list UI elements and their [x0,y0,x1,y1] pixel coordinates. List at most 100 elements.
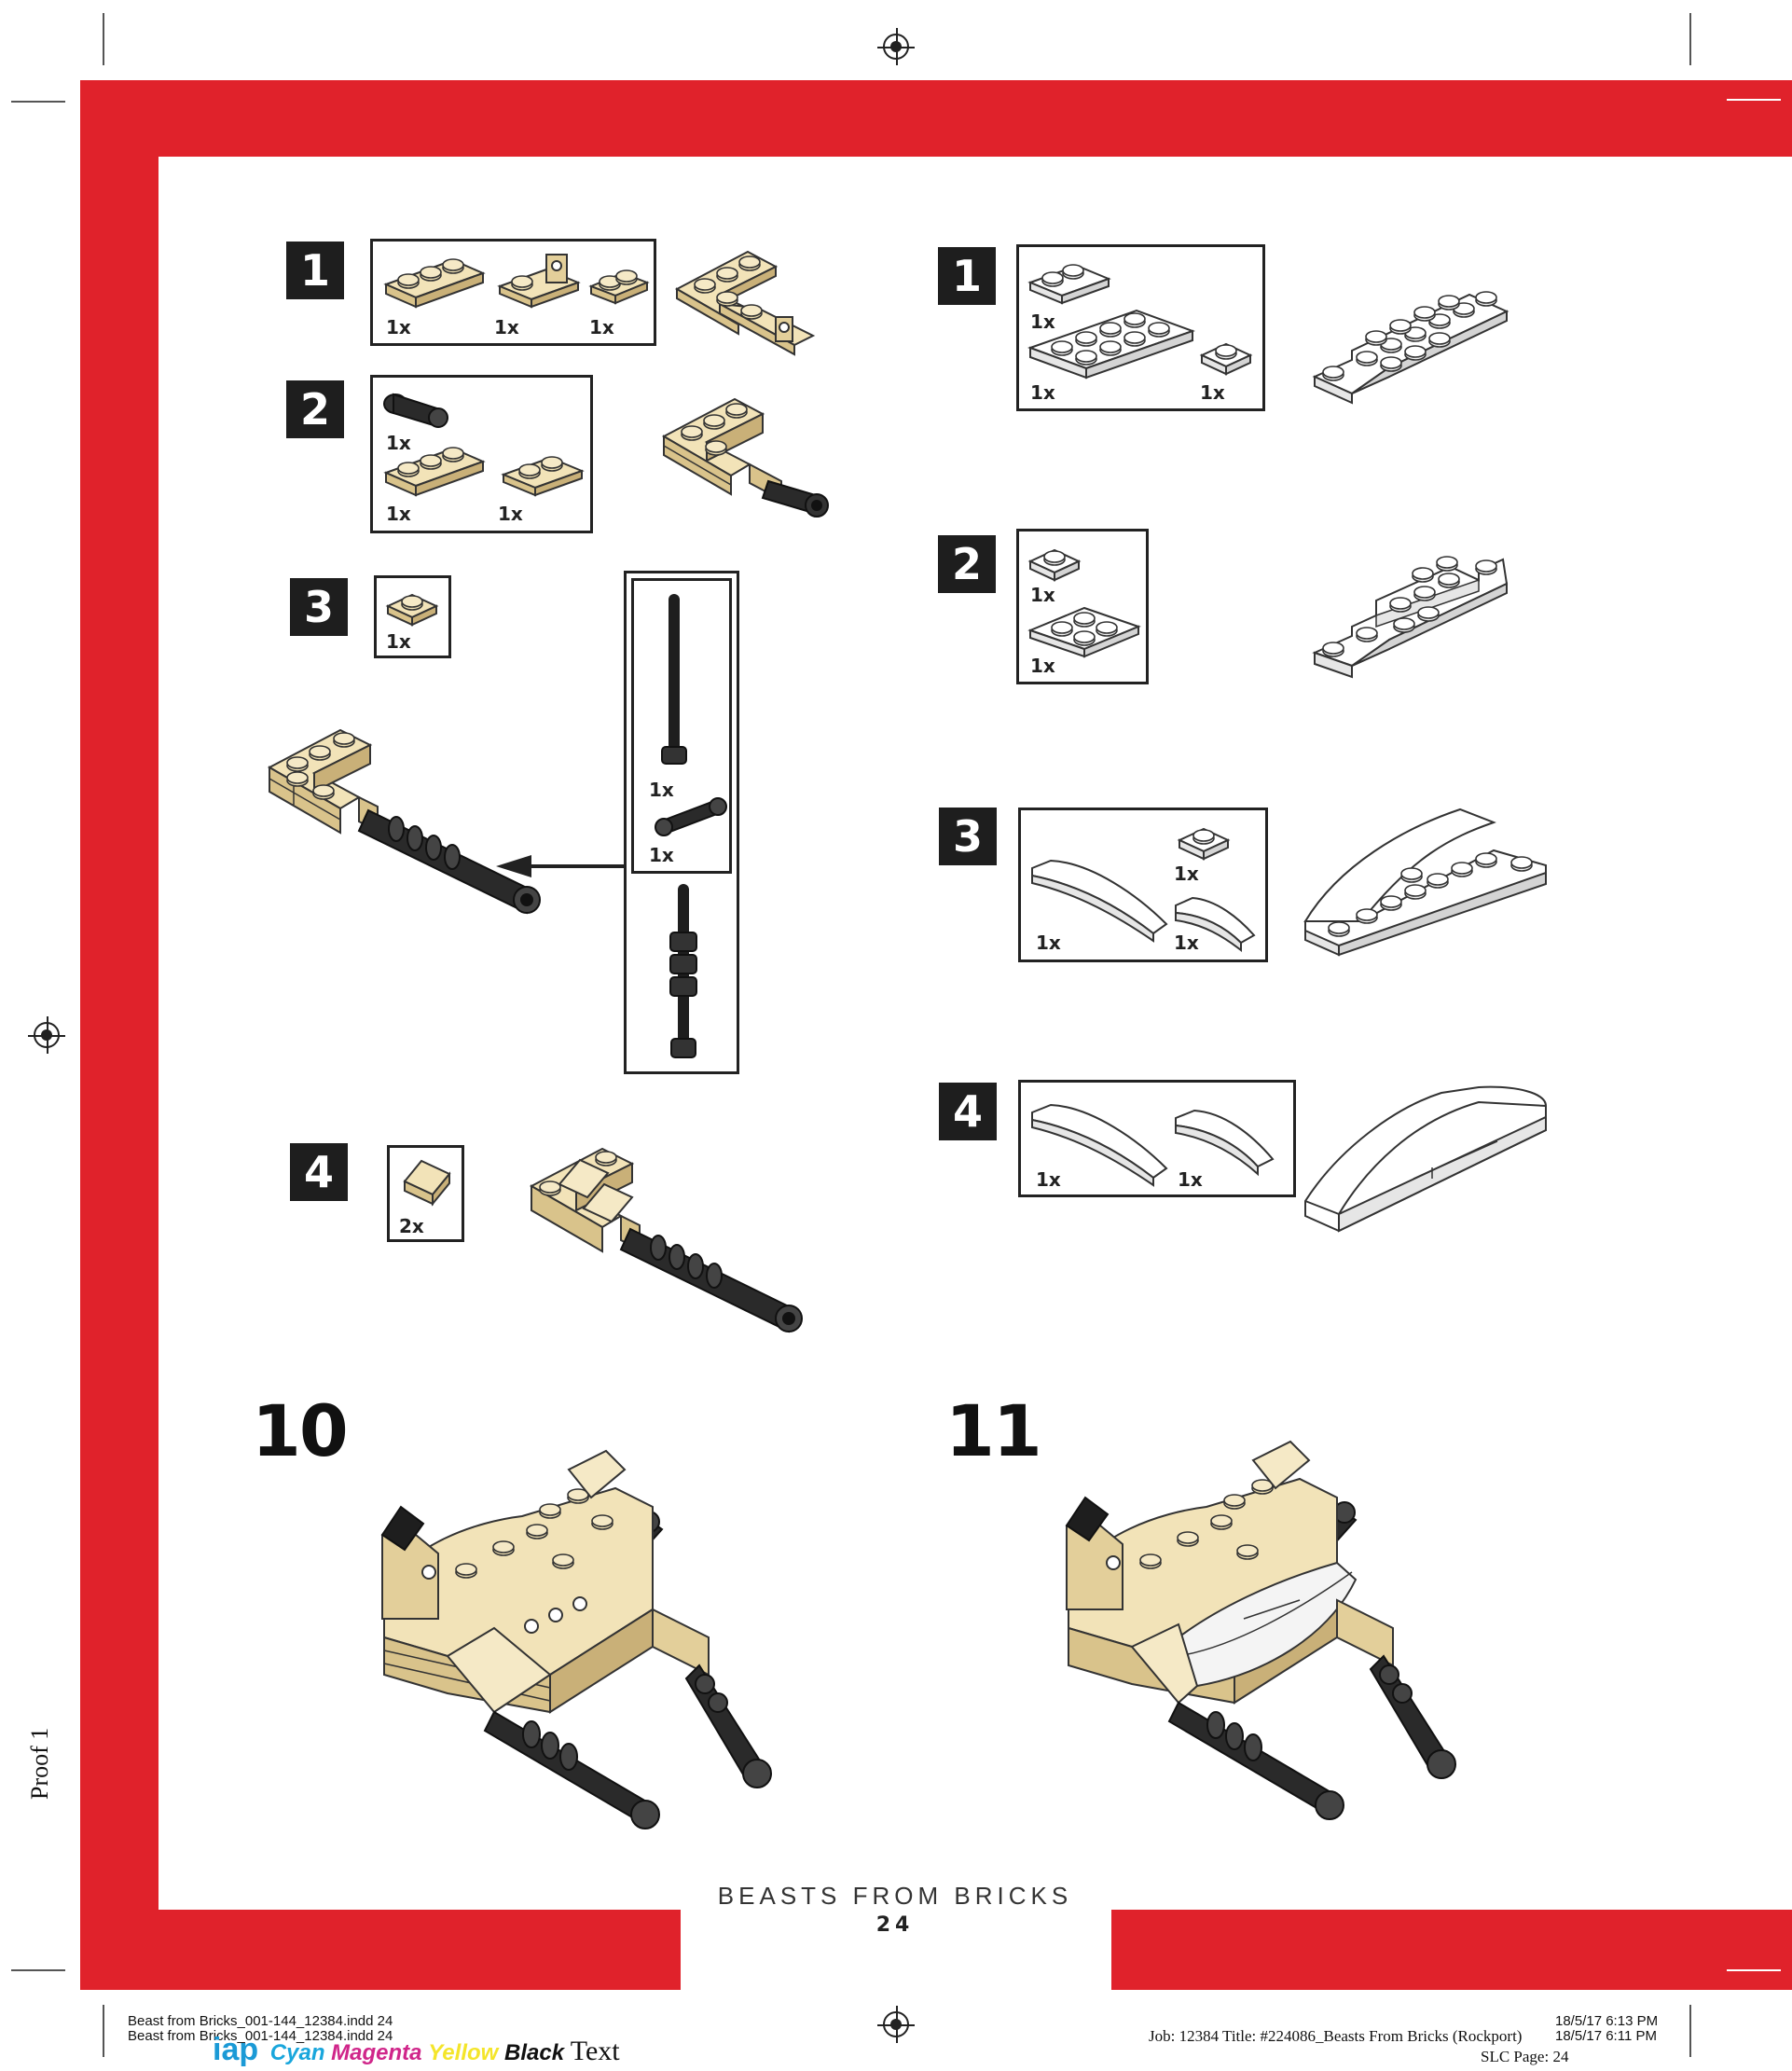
left-step-3-assembly-icon [267,728,541,915]
white-plate-2x4-icon [1027,309,1195,380]
tan-plate-1x3-icon [383,447,486,497]
trim-line-top-right [1727,99,1781,101]
magenta-label: Magenta [331,2040,422,2065]
step-11-model-icon [1065,1440,1456,1820]
left-step-2-parts-box: 1x 1x 1x [370,375,593,533]
crop-mark-bottom-left-h [11,1969,65,1971]
step-10-model-icon [380,1449,772,1829]
white-plate-1x3-icon [1027,264,1111,305]
red-frame-bottom-right [1111,1910,1792,1990]
text-label: Text [570,2036,620,2066]
black-bar-assembly-icon [669,884,697,1058]
left-step-2-assembly-icon [661,397,829,518]
right-step-2-qty-2: 1x [1030,655,1055,677]
left-step-2-qty-3: 1x [498,503,523,525]
left-step-3-sub-qty-1: 1x [649,779,674,801]
yellow-label: Yellow [428,2040,499,2065]
white-plate-1x1-icon [1027,548,1082,582]
iap-logo: iap [213,2032,259,2067]
right-step-4-badge: 4 [939,1083,997,1140]
right-step-3-qty-3: 1x [1174,932,1199,954]
right-step-1-qty-3: 1x [1200,381,1225,404]
left-step-1-assembly-icon [674,250,816,356]
left-step-4-assembly-icon [529,1147,803,1333]
slug-color-bar: iap Cyan Magenta Yellow Black Text [213,2034,620,2066]
big-step-11-number: 11 [945,1389,1042,1472]
book-title: BEASTS FROM BRICKS [717,1882,1073,1910]
right-step-4-parts-box: 1x 1x [1018,1080,1296,1197]
tan-plate-1x1-icon [385,593,439,627]
cyan-label: Cyan [269,2040,325,2065]
right-step-1-number: 1 [951,251,982,301]
right-step-3-assembly-icon [1303,808,1547,957]
left-step-4-number: 4 [303,1147,334,1197]
right-step-3-badge: 3 [939,808,997,865]
left-step-3-sub-qty-2: 1x [649,844,674,866]
right-step-2-number: 2 [951,539,982,589]
tan-slope-icon [403,1159,451,1207]
black-connector-icon [383,393,448,428]
left-step-1-parts-box: 1x 1x 1x [370,239,656,346]
red-frame-bottom-left [80,1910,681,1990]
left-step-4-parts-box: 2x [387,1145,464,1242]
right-step-4-assembly-icon [1304,1085,1547,1233]
black-label: Black [504,2040,565,2065]
left-step-2-badge: 2 [286,380,344,438]
left-step-4-badge: 4 [290,1143,348,1201]
white-plate-1x1-icon [1199,342,1253,376]
slug-file-line-1: Beast from Bricks_001-144_12384.indd 24 [128,2013,393,2029]
tan-plate-1x2-icon [588,269,650,305]
tan-hinge-plate-icon [497,254,581,309]
crop-mark-top-left-h [11,101,65,103]
white-curved-slope-short-icon [1175,1109,1275,1177]
slug-date-line-2: 18/5/17 6:11 PM [1555,2028,1657,2044]
slug-date-line-1: 18/5/17 6:13 PM [1555,2013,1659,2029]
big-step-10-number: 10 [252,1389,349,1472]
slug-slc-page: SLC Page: 24 [1481,2048,1569,2065]
crop-mark-bottom-right-v [1689,2005,1691,2057]
slug-job-title: Job: 12384 Title: #224086_Beasts From Br… [1149,2027,1523,2045]
left-step-3-badge: 3 [290,578,348,636]
right-step-3-number: 3 [952,811,983,862]
right-step-4-qty-1: 1x [1036,1168,1061,1191]
left-step-3-parts-box: 1x [374,575,451,658]
black-bar-icon [661,594,687,765]
right-step-1-parts-box: 1x 1x 1x [1016,244,1265,411]
crop-mark-top-right-v [1689,13,1691,65]
attach-arrow-icon [496,855,628,877]
tan-plate-1x3-icon [383,258,486,309]
proof-label: Proof 1 [26,1727,53,1800]
left-step-3-qty-1: 1x [386,630,411,653]
slug-file-line-2: Beast from Bricks_001-144_12384.indd 24 [128,2028,393,2044]
white-plate-1x1-icon [1177,827,1231,861]
left-step-3-number: 3 [303,582,334,632]
red-frame-top [80,80,1792,157]
right-step-1-badge: 1 [938,247,996,305]
white-curved-slope-long-icon [1031,1103,1168,1187]
right-step-1-qty-2: 1x [1030,381,1055,404]
trim-line-bottom-right [1727,1969,1781,1971]
left-step-3-subassembly-parts-box: 1x 1x [631,578,732,874]
right-step-2-badge: 2 [938,535,996,593]
crop-mark-bottom-left-v [103,2005,104,2057]
white-plate-2x2-icon [1027,606,1141,658]
left-step-2-qty-2: 1x [386,503,411,525]
white-curved-slope-short-icon [1175,896,1256,953]
registration-mark-left [28,1016,65,1054]
left-step-1-badge: 1 [286,242,344,299]
registration-mark-top [877,28,915,65]
crop-mark-top-left-v [103,13,104,65]
right-step-4-qty-2: 1x [1178,1168,1203,1191]
page-number: 24 [875,1913,915,1937]
black-connector-icon [655,797,727,836]
left-step-1-number: 1 [299,245,330,296]
registration-mark-bottom [877,2006,915,2043]
right-step-2-parts-box: 1x 1x [1016,529,1149,684]
red-frame-left [80,80,159,1990]
left-step-1-qty-3: 1x [589,316,614,338]
right-step-3-qty-2: 1x [1174,863,1199,885]
right-step-3-parts-box: 1x 1x 1x [1018,808,1268,962]
right-step-4-number: 4 [952,1086,983,1137]
left-step-1-qty-1: 1x [386,316,411,338]
right-step-2-qty-1: 1x [1030,584,1055,606]
